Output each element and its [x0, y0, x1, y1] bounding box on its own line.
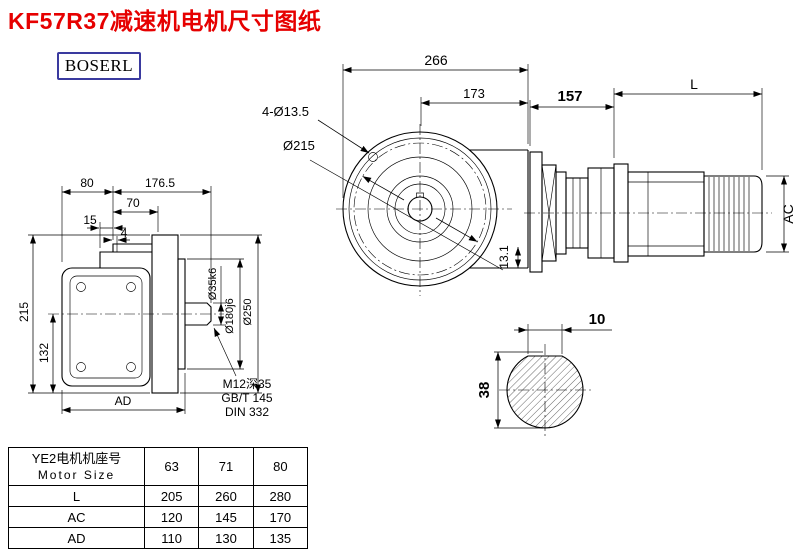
- dim-flange-dia: Ø250: [242, 299, 254, 326]
- table-header-label-cell: YE2电机机座号 Motor Size: [8, 447, 145, 486]
- dim-215: 215: [17, 302, 31, 322]
- bolt-hole: [368, 152, 378, 162]
- table-cell: 110: [143, 527, 200, 549]
- row-label-AC: AC: [8, 506, 145, 528]
- dim-15: 15: [83, 213, 97, 227]
- table-cell: 130: [198, 527, 254, 549]
- dim-70: 70: [126, 196, 140, 210]
- dim-AD: AD: [115, 394, 132, 408]
- dim-80: 80: [80, 176, 94, 190]
- table-header-en: Motor Size: [37, 468, 116, 482]
- row-label-L: L: [8, 485, 145, 507]
- table-cell: 205: [143, 485, 200, 507]
- shaft-cross-section: 38 10: [476, 311, 612, 436]
- dim-shaft-dia: Ø35k6: [207, 268, 219, 300]
- table-header-cn: YE2电机机座号: [31, 451, 122, 466]
- output-shaft: [185, 302, 212, 326]
- fan-cowl: [703, 175, 763, 253]
- dim-173: 173: [463, 86, 485, 101]
- dim-L: L: [690, 76, 698, 92]
- dim-bolt-circle: Ø215: [283, 138, 315, 153]
- brand-logo-box: BOSERL: [57, 52, 141, 80]
- dim-13-1: 13.1: [497, 245, 511, 269]
- bolt-holes-note: 4-Ø13.5: [262, 104, 309, 119]
- table-cell: 145: [198, 506, 254, 528]
- table-cell: 170: [252, 506, 309, 528]
- motor-side-view: 157 L AC: [524, 76, 796, 273]
- table-row-AC: AC 120 145 170: [8, 506, 309, 528]
- table-cell: 120: [143, 506, 200, 528]
- dim-10: 10: [589, 311, 606, 328]
- dim-overall-width: 266: [424, 52, 448, 68]
- dim-132: 132: [37, 343, 51, 363]
- table-size-80: 80: [252, 447, 309, 486]
- table-header-row: YE2电机机座号 Motor Size 63 71 80: [8, 447, 309, 486]
- dim-176-5: 176.5: [145, 176, 175, 190]
- table-row-L: L 205 260 280: [8, 485, 309, 507]
- shaft-section-hatched: [506, 355, 584, 429]
- row-label-AD: AD: [8, 527, 145, 549]
- tap-note-line2: GB/T 145: [221, 391, 272, 405]
- dim-AC: AC: [780, 204, 796, 223]
- motor-size-table: YE2电机机座号 Motor Size 63 71 80 L 205 260 2…: [8, 447, 309, 549]
- brand-logo-text: BOSERL: [64, 56, 134, 75]
- tap-note-line3: DIN 332: [225, 405, 269, 419]
- table-cell: 135: [252, 527, 309, 549]
- dim-38: 38: [476, 382, 493, 399]
- dim-157: 157: [557, 88, 582, 105]
- table-row-AD: AD 110 130 135: [8, 527, 309, 549]
- tap-note-line1: M12深35: [223, 377, 272, 391]
- gearbox-side-view: 80 176.5 70 15 4 215 132 AD: [17, 176, 273, 419]
- table-size-63: 63: [143, 447, 200, 486]
- table-cell: 280: [252, 485, 309, 507]
- table-size-71: 71: [198, 447, 254, 486]
- dim-4: 4: [121, 226, 128, 240]
- table-cell: 260: [198, 485, 254, 507]
- dim-spigot-dia: Ø180j6: [224, 298, 236, 333]
- page-title: KF57R37减速机电机尺寸图纸: [8, 8, 322, 34]
- front-flange-view: 266 173 4-Ø13.5 Ø215 13.1: [262, 52, 529, 296]
